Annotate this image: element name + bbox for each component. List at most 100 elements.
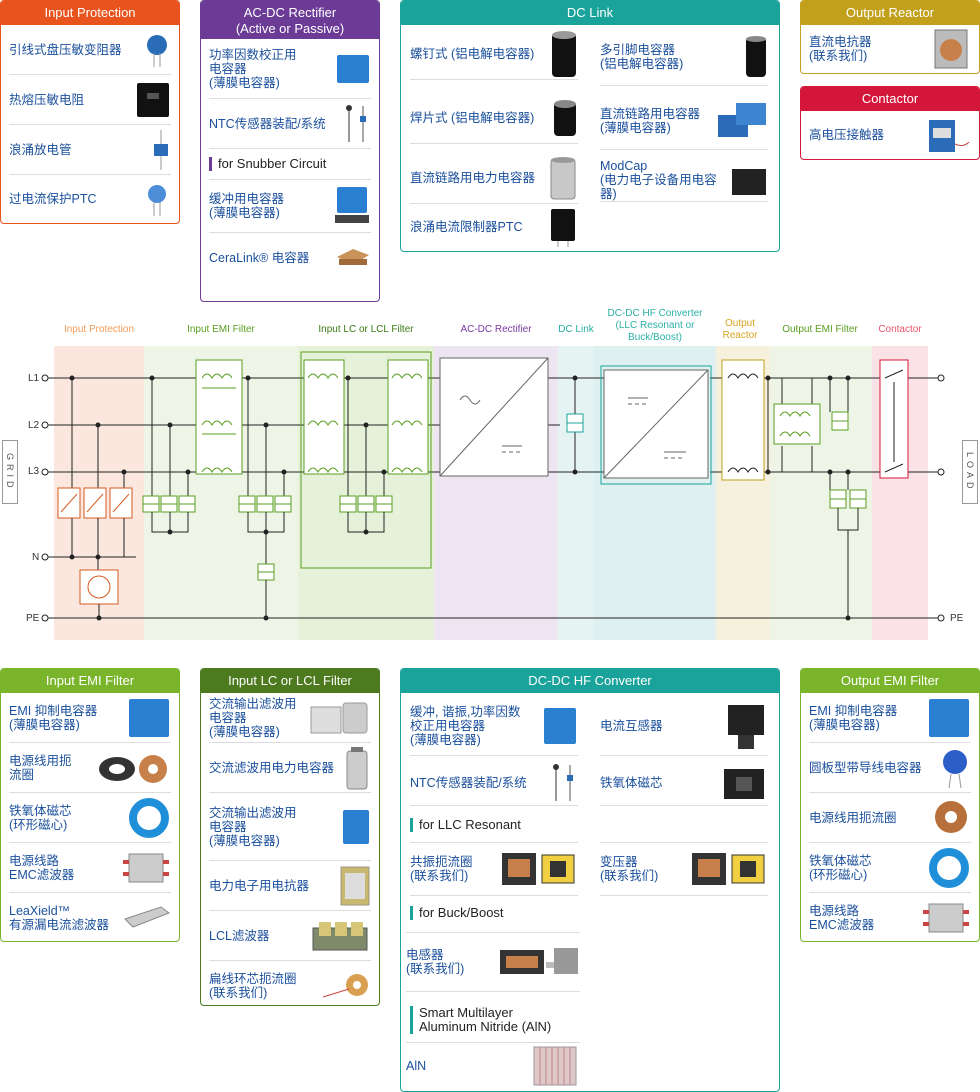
dcdc-item[interactable]: 电感器 (联系我们) bbox=[406, 932, 580, 992]
zone-dc-link bbox=[558, 346, 594, 640]
dc-link-item[interactable]: 螺钉式 (铝电解电容器) bbox=[410, 28, 578, 80]
emi-capacitor-icon bbox=[929, 698, 969, 737]
power-capacitor-icon bbox=[550, 156, 576, 199]
dcdc-item[interactable]: NTC传感器装配/系统 bbox=[410, 760, 578, 806]
list-item[interactable]: 交流滤波用电力电容器 bbox=[209, 743, 371, 793]
dc-link-item[interactable]: 直流链路用电容器 (薄膜电容器) bbox=[600, 92, 768, 150]
subsection-title: for Snubber Circuit bbox=[209, 157, 371, 171]
list-item[interactable]: 浪涌放电管 bbox=[9, 125, 171, 175]
list-item[interactable]: 电源线路 EMC滤波器 bbox=[809, 893, 971, 941]
output-emi-panel: Output EMI Filter EMI 抑制电容器 (薄膜电容器) 圆板型带… bbox=[800, 668, 980, 942]
dcdc-item[interactable]: 共振扼流圈 (联系我们) bbox=[410, 842, 578, 896]
emi-capacitor-icon bbox=[129, 698, 169, 737]
grid-label: GRID bbox=[2, 440, 18, 504]
list-item[interactable]: CeraLink® 电容器 bbox=[209, 233, 371, 283]
zone-dcdc-converter bbox=[594, 346, 716, 640]
zone-label-output-emi: Output EMI Filter bbox=[782, 324, 858, 335]
dc-link-item[interactable]: 焊片式 (铝电解电容器) bbox=[410, 92, 578, 144]
panel-title: DC-DC HF Converter bbox=[401, 669, 779, 693]
panel-title: Output EMI Filter bbox=[801, 669, 979, 693]
input-lc-panel: Input LC or LCL Filter 交流输出滤波用 电容器 (薄膜电容… bbox=[200, 668, 380, 1006]
zone-acdc-rectifier bbox=[434, 346, 558, 640]
zone-label-input-emi: Input EMI Filter bbox=[187, 324, 255, 335]
list-item[interactable]: 功率因数校正用 电容器 (薄膜电容器) bbox=[209, 39, 371, 99]
disc-capacitor-icon bbox=[943, 749, 967, 788]
ntc-sensor-icon bbox=[346, 104, 366, 142]
dcdc-item[interactable]: 变压器 (联系我们) bbox=[600, 842, 768, 896]
list-item[interactable]: 高电压接触器 bbox=[809, 111, 971, 159]
ferrite-core-icon bbox=[724, 768, 764, 799]
leaxield-filter-icon bbox=[124, 906, 171, 928]
dc-link-item[interactable]: 多引脚电容器 (铝电解电容器) bbox=[600, 28, 768, 86]
contactor-panel: Contactor 高电压接触器 bbox=[800, 86, 980, 160]
surge-arrester-icon bbox=[154, 129, 168, 170]
flat-wire-choke-icon bbox=[322, 974, 368, 998]
zone-label-dc-link: DC Link bbox=[558, 324, 594, 335]
modcap-icon bbox=[732, 168, 766, 195]
subsection-title-buck-boost: for Buck/Boost bbox=[410, 906, 504, 920]
list-item[interactable]: LeaXield™ 有源漏电流滤波器 bbox=[9, 893, 171, 941]
list-item[interactable]: 电源线路 EMC滤波器 bbox=[9, 843, 171, 893]
list-item[interactable]: NTC传感器装配/系统 bbox=[209, 99, 371, 149]
zone-input-emi-filter bbox=[144, 346, 298, 640]
inductor-icon bbox=[500, 948, 578, 974]
ferrite-core-icon bbox=[129, 797, 169, 838]
ferrite-core-icon bbox=[929, 847, 969, 888]
panel-title: Output Reactor bbox=[801, 1, 979, 25]
output-reactor-panel: Output Reactor 直流电抗器 (联系我们) bbox=[800, 0, 980, 74]
ac-filter-capacitor-icon bbox=[310, 702, 368, 733]
dc-link-item[interactable]: 浪涌电流限制器PTC bbox=[410, 206, 578, 248]
zone-label-output-reactor: Output Reactor bbox=[722, 318, 758, 341]
list-item[interactable]: EMI 抑制电容器 (薄膜电容器) bbox=[809, 693, 971, 743]
list-item[interactable]: EMI 抑制电容器 (薄膜电容器) bbox=[9, 693, 171, 743]
list-item[interactable]: 铁氧体磁芯 (环形磁心) bbox=[809, 843, 971, 893]
list-item[interactable]: 交流输出滤波用 电容器 (薄膜电容器) bbox=[209, 793, 371, 861]
list-item[interactable]: 直流电抗器 (联系我们) bbox=[809, 25, 971, 73]
dc-link-item[interactable]: ModCap (电力电子设备用电容器) bbox=[600, 158, 768, 202]
choke-coil-icon bbox=[99, 754, 167, 783]
panel-title: Input EMI Filter bbox=[1, 669, 179, 693]
list-item[interactable]: 铁氧体磁芯 (环形磁心) bbox=[9, 793, 171, 843]
dcdc-item[interactable]: 缓冲, 谐振,功率因数 校正用电容器 (薄膜电容器) bbox=[410, 696, 578, 756]
panel-title: Input LC or LCL Filter bbox=[201, 669, 379, 693]
zone-label-dcdc: DC-DC HF Converter (LLC Resonant or Buck… bbox=[607, 308, 703, 343]
zone-label-contactor: Contactor bbox=[878, 324, 922, 335]
choke-coil-icon bbox=[935, 800, 967, 833]
list-item[interactable]: 圆板型带导线电容器 bbox=[809, 743, 971, 793]
ceralink-capacitor-icon bbox=[337, 249, 369, 265]
dcdc-item[interactable]: 铁氧体磁芯 bbox=[600, 760, 768, 806]
dcdc-item[interactable]: AlN bbox=[406, 1042, 580, 1088]
dcdc-item[interactable]: 电流互感器 bbox=[600, 696, 768, 756]
film-capacitor-icon bbox=[343, 809, 369, 844]
emc-filter-icon bbox=[123, 853, 169, 882]
zone-input-lc-filter bbox=[298, 346, 434, 640]
dc-link-film-capacitor-icon bbox=[718, 102, 766, 137]
node-label-l1: L1 bbox=[28, 373, 40, 384]
list-item[interactable]: 电源线用扼流圈 bbox=[809, 793, 971, 843]
input-emi-panel: Input EMI Filter EMI 抑制电容器 (薄膜电容器) 电源线用扼… bbox=[0, 668, 180, 942]
list-item[interactable]: 引线式盘压敏变阻器 bbox=[9, 25, 171, 75]
list-item[interactable]: 过电流保护PTC bbox=[9, 175, 171, 223]
dc-link-item[interactable]: 直流链路用电力电容器 bbox=[410, 152, 578, 204]
subsection-title-aln: Smart Multilayer Aluminum Nitride (AlN) bbox=[410, 1006, 551, 1034]
emc-filter-icon bbox=[923, 903, 969, 933]
multi-pin-capacitor-icon bbox=[746, 35, 766, 77]
list-item[interactable]: 热熔压敏电阻 bbox=[9, 75, 171, 125]
dc-link-panel: DC Link bbox=[400, 0, 780, 252]
panel-title: Input Protection bbox=[1, 1, 179, 25]
list-item[interactable]: 交流输出滤波用 电容器 (薄膜电容器) bbox=[209, 693, 371, 743]
list-item[interactable]: 电力电子用电抗器 bbox=[209, 861, 371, 911]
load-label: LOAD bbox=[962, 440, 978, 504]
film-capacitor-icon bbox=[337, 54, 369, 83]
aln-module-icon bbox=[533, 1046, 577, 1085]
ptc-thermistor-icon bbox=[148, 185, 166, 216]
panel-title: AC-DC Rectifier (Active or Passive) bbox=[201, 1, 379, 39]
list-item[interactable]: 缓冲用电容器 (薄膜电容器) bbox=[209, 179, 371, 233]
current-transformer-icon bbox=[728, 704, 764, 749]
power-reactor-icon bbox=[340, 866, 370, 905]
list-item[interactable]: LCL滤波器 bbox=[209, 911, 371, 961]
list-item[interactable]: 扁线环芯扼流圈 (联系我们) bbox=[209, 961, 371, 1005]
panel-title: Contactor bbox=[801, 87, 979, 111]
node-label-l3: L3 bbox=[28, 466, 40, 477]
list-item[interactable]: 电源线用扼 流圈 bbox=[9, 743, 171, 793]
